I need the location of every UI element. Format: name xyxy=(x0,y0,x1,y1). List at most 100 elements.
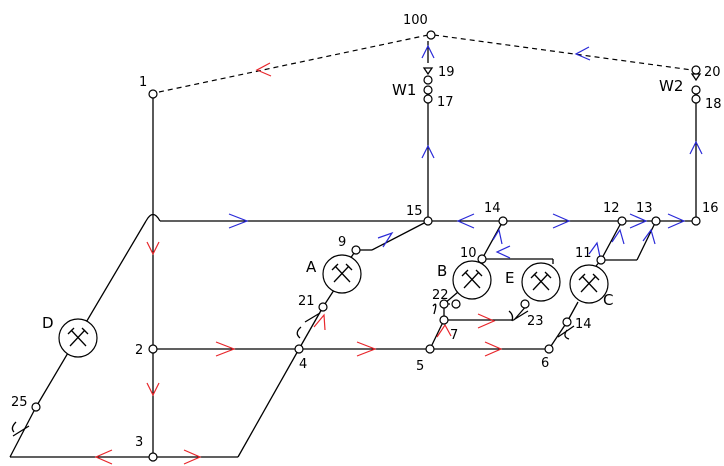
label-node-13: 13 xyxy=(636,201,653,216)
node-22b xyxy=(451,299,461,309)
label-node-18: 18 xyxy=(705,97,722,112)
label-node-14b: 14 xyxy=(575,317,592,332)
arrow-left xyxy=(456,213,475,229)
return-arrows xyxy=(228,44,703,259)
fan-w2-stack xyxy=(690,73,702,82)
label-node-9: 9 xyxy=(338,235,346,250)
label-node-3: 3 xyxy=(135,435,143,450)
arrow-right xyxy=(484,341,503,357)
node-17 xyxy=(423,94,433,104)
label-mine-D: D xyxy=(42,314,54,332)
arrow-right xyxy=(552,213,571,229)
arrow-left xyxy=(94,449,113,465)
dashed-100-20 xyxy=(433,34,693,71)
arrow-right xyxy=(629,213,648,229)
label-mine-E: E xyxy=(505,269,514,287)
node-6 xyxy=(544,344,554,354)
fan-icon xyxy=(422,67,434,76)
label-node-21: 21 xyxy=(298,294,315,309)
mine-D xyxy=(58,318,98,358)
arrow-right xyxy=(215,341,236,357)
arrow-left xyxy=(495,245,511,259)
node-markers xyxy=(31,30,701,462)
fan-icon xyxy=(690,73,702,82)
label-fan-w1: W1 xyxy=(392,81,416,99)
regulator-icon xyxy=(11,421,30,437)
node-4 xyxy=(294,344,304,354)
node-100 xyxy=(426,30,436,40)
node-18 xyxy=(691,94,701,104)
arrow-down xyxy=(146,241,160,256)
airway-5-7 xyxy=(429,319,445,350)
crossed-hammers-icon xyxy=(331,263,353,283)
airway-crossover-arc xyxy=(145,213,161,222)
regulator-icon xyxy=(557,325,575,340)
node-7 xyxy=(439,315,449,325)
label-node-25: 25 xyxy=(11,395,28,410)
arrow-right xyxy=(356,341,377,357)
mine-B xyxy=(452,260,492,300)
label-node-6: 6 xyxy=(541,356,549,371)
label-node-15: 15 xyxy=(406,204,423,219)
label-node-4: 4 xyxy=(299,357,307,372)
label-mine-C: C xyxy=(603,291,613,309)
mine-labels: A B C D E xyxy=(42,258,613,332)
arrow-up xyxy=(642,228,656,245)
airway-right-13 xyxy=(636,220,657,261)
intake-arrows xyxy=(94,62,503,465)
node-21 xyxy=(318,302,328,312)
node-16 xyxy=(691,216,701,226)
label-node-16: 16 xyxy=(702,201,719,216)
label-node-23: 23 xyxy=(527,314,544,329)
node-2 xyxy=(148,344,158,354)
arrow-left-top xyxy=(255,62,272,77)
label-node-100: 100 xyxy=(403,13,428,28)
node-labels: 1 2 3 4 5 6 7 9 10 11 12 13 14 14 15 16 … xyxy=(11,13,722,450)
label-node-7: 7 xyxy=(450,328,458,343)
label-node-12: 12 xyxy=(603,201,620,216)
airway-left-diagonal-upper xyxy=(35,220,147,408)
crossed-hammers-icon xyxy=(530,271,552,291)
airway-9-15b xyxy=(371,220,429,251)
dashed-1-100 xyxy=(158,34,429,93)
crossed-hammers-icon xyxy=(67,327,89,347)
node-18b xyxy=(691,85,701,95)
label-node-17: 17 xyxy=(437,95,454,110)
airway-11-12 xyxy=(600,220,623,261)
arrow-up xyxy=(421,44,435,59)
label-mine-A: A xyxy=(306,258,317,276)
label-mine-B: B xyxy=(437,262,447,280)
label-node-1: 1 xyxy=(139,75,147,90)
airway-10-14 xyxy=(481,220,504,260)
label-node-14a: 14 xyxy=(484,201,501,216)
regulator-icon xyxy=(508,310,529,322)
label-node-20: 20 xyxy=(704,65,721,80)
arrow-down xyxy=(146,382,160,397)
node-23 xyxy=(520,299,530,309)
label-node-2: 2 xyxy=(135,343,143,358)
node-25 xyxy=(31,402,41,412)
node-22 xyxy=(439,299,449,309)
node-19 xyxy=(423,75,433,85)
node-3 xyxy=(148,452,158,462)
arrow-up xyxy=(689,140,703,155)
arrow-right xyxy=(183,449,202,465)
arrow-right xyxy=(477,313,496,329)
mine-E xyxy=(521,262,561,302)
arrow-up xyxy=(421,144,435,159)
node-14a xyxy=(498,216,508,226)
node-17b xyxy=(423,85,433,95)
node-15 xyxy=(423,216,433,226)
airway-left-diagonal-lower xyxy=(9,406,37,458)
node-11 xyxy=(596,255,606,265)
node-9 xyxy=(351,245,361,255)
label-node-11: 11 xyxy=(575,246,592,261)
arrow-right xyxy=(228,213,249,229)
arrow-right xyxy=(667,213,686,229)
node-13 xyxy=(651,216,661,226)
airway-6-14 xyxy=(548,321,568,350)
label-node-10: 10 xyxy=(460,246,477,261)
arrow-left-top xyxy=(574,46,591,61)
label-node-19: 19 xyxy=(438,65,455,80)
